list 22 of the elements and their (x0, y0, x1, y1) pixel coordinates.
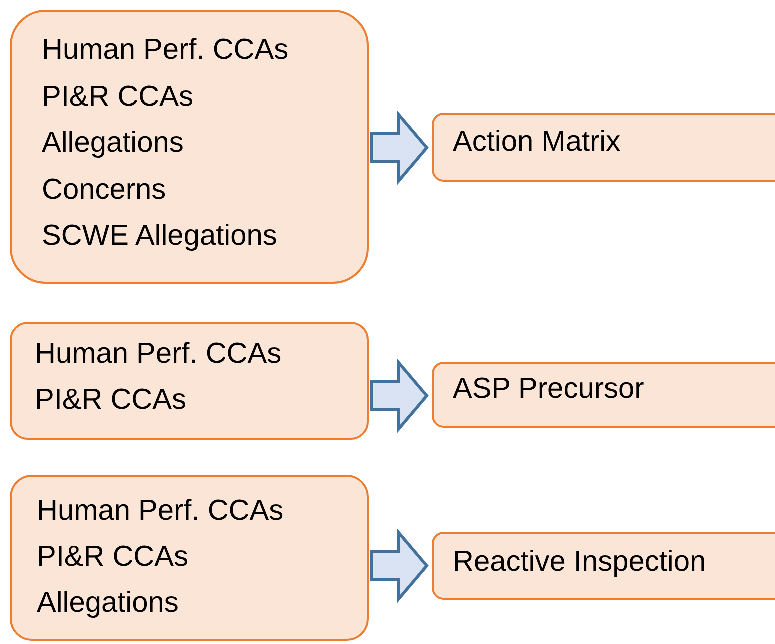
box-text: Human Perf. CCAs (35, 338, 282, 371)
block-arrow (370, 528, 429, 604)
box-text: ASP Precursor (453, 373, 644, 406)
box-text: Human Perf. CCAs (37, 495, 284, 528)
process-box (10, 10, 369, 284)
box-text: Action Matrix (453, 126, 621, 159)
process-box (432, 532, 775, 600)
box-text: Allegations (37, 587, 179, 620)
box-text: Allegations (42, 127, 184, 160)
block-arrow (370, 110, 429, 186)
process-box (10, 322, 369, 440)
box-text: PI&R CCAs (37, 541, 188, 574)
process-box (432, 113, 775, 182)
box-text: Human Perf. CCAs (42, 34, 289, 67)
process-box (432, 362, 775, 428)
box-text: SCWE Allegations (42, 220, 278, 253)
box-text: PI&R CCAs (35, 384, 186, 417)
box-text: Reactive Inspection (453, 546, 706, 579)
process-box (10, 475, 369, 641)
box-text: Concerns (42, 174, 166, 206)
block-arrow (370, 358, 429, 434)
box-text: PI&R CCAs (42, 80, 194, 114)
